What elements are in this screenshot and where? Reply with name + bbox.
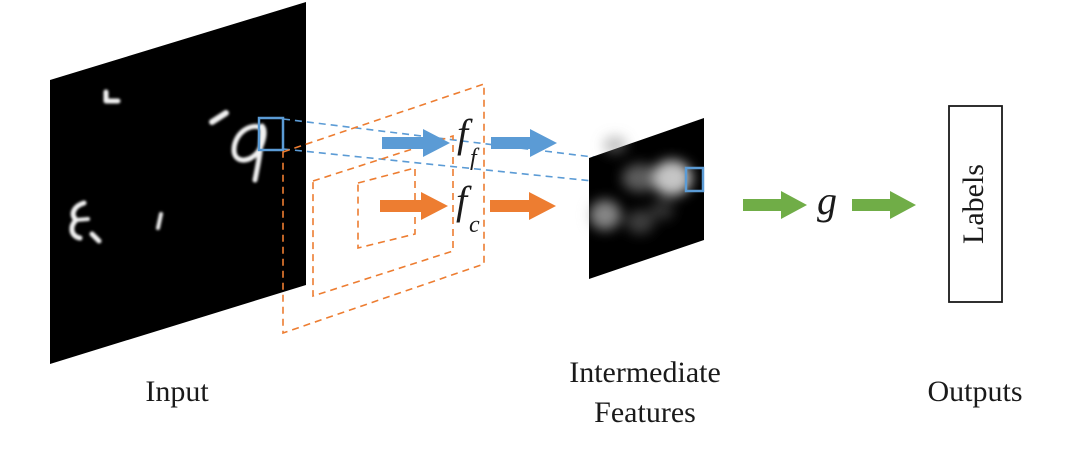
input-patch-highlight	[257, 116, 285, 152]
feature-map-panel	[589, 118, 705, 279]
arrow-right-icon	[743, 191, 807, 219]
fine-branch	[382, 129, 557, 157]
feature-activations	[589, 136, 692, 234]
features-caption-line1: Intermediate	[569, 356, 721, 389]
fine-function-subscript: f	[470, 145, 480, 171]
head-function-symbol: g	[817, 178, 837, 223]
arrow-right-icon	[852, 191, 916, 219]
labels-box: Labels	[948, 105, 1003, 303]
input-strokes	[69, 89, 267, 244]
input-caption: Input	[145, 375, 209, 408]
arrow-right-icon	[380, 192, 448, 220]
feature-patch-highlight	[684, 166, 705, 193]
head-branch	[743, 191, 916, 219]
arrow-right-icon	[382, 129, 450, 157]
arrow-right-icon	[490, 192, 556, 220]
coarse-function: f c	[456, 178, 480, 238]
features-caption-line2: Features	[594, 396, 696, 429]
coarse-branch	[380, 192, 556, 220]
labels-text: Labels	[957, 164, 990, 244]
coarse-function-subscript: c	[469, 212, 480, 238]
outputs-caption: Outputs	[927, 375, 1022, 408]
context-windows	[282, 82, 485, 335]
arrow-right-icon	[491, 129, 557, 157]
input-panel	[50, 2, 306, 364]
